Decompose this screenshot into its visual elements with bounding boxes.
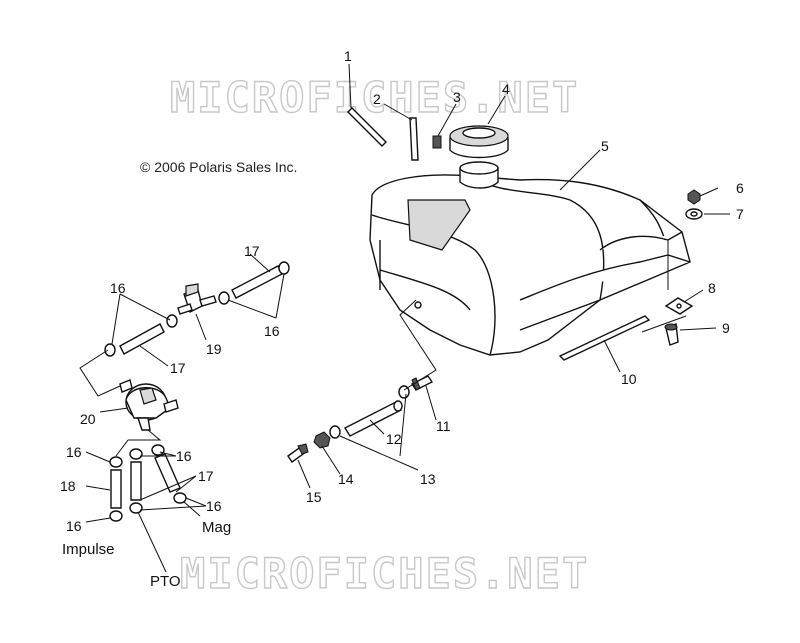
- fuel-pump: [119, 379, 179, 431]
- callout-16-c: 16: [66, 444, 82, 460]
- callout-10: 10: [621, 371, 637, 387]
- bolt: [664, 323, 679, 346]
- callout-14: 14: [338, 471, 354, 487]
- nut-14: [313, 431, 331, 449]
- shutoff-valve: [177, 283, 217, 315]
- clamp-13b: [329, 425, 341, 439]
- callout-16-e: 16: [206, 498, 222, 514]
- callout-8: 8: [708, 280, 716, 296]
- hose-17-mid: [104, 314, 178, 357]
- copyright-text: © 2006 Polaris Sales Inc.: [140, 159, 297, 175]
- callout-17-c: 17: [198, 468, 214, 484]
- callout-20: 20: [80, 411, 96, 427]
- callout-1: 1: [344, 48, 352, 64]
- washer: [685, 208, 703, 220]
- callout-19: 19: [206, 341, 222, 357]
- callout-2: 2: [373, 91, 381, 107]
- callout-16-f: 16: [66, 518, 82, 534]
- label-mag: Mag: [202, 519, 231, 536]
- label-pto: PTO: [150, 573, 181, 590]
- leader-lines: [79, 63, 730, 573]
- callout-12: 12: [386, 431, 402, 447]
- callout-numbers: 1 2 3 4 5 6 7 8 9 10 11 12 13 14 15 16 1…: [60, 48, 744, 534]
- watermark-top: MICROFICHES.NET: [170, 73, 579, 122]
- callout-18: 18: [60, 478, 76, 494]
- callout-17-a: 17: [244, 243, 260, 259]
- callout-9: 9: [722, 320, 730, 336]
- label-impulse: Impulse: [62, 541, 115, 558]
- vent-hose: [347, 107, 387, 147]
- watermark-bottom: MICROFICHES.NET: [180, 549, 589, 598]
- mounting-strap: [558, 315, 651, 361]
- callout-13: 13: [420, 471, 436, 487]
- standpipe: [409, 117, 419, 161]
- callout-7: 7: [736, 206, 744, 222]
- fitting-15: [287, 443, 309, 463]
- callout-15: 15: [306, 489, 322, 505]
- callout-16-d: 16: [176, 448, 192, 464]
- retainer-plate: [664, 297, 694, 315]
- callout-17-b: 17: [170, 360, 186, 376]
- callout-4: 4: [502, 81, 510, 97]
- callout-16-b: 16: [264, 323, 280, 339]
- fuel-line-hose-12: [344, 400, 403, 437]
- callout-5: 5: [601, 138, 609, 154]
- fuel-tank: [369, 174, 691, 356]
- nut: [687, 189, 701, 205]
- callout-11: 11: [436, 418, 451, 434]
- vent-fitting: [432, 135, 442, 149]
- callout-3: 3: [453, 89, 461, 105]
- fuel-cap: [449, 125, 509, 189]
- callout-6: 6: [736, 180, 744, 196]
- hose-17-top: [218, 261, 290, 305]
- callout-16-a: 16: [110, 280, 126, 296]
